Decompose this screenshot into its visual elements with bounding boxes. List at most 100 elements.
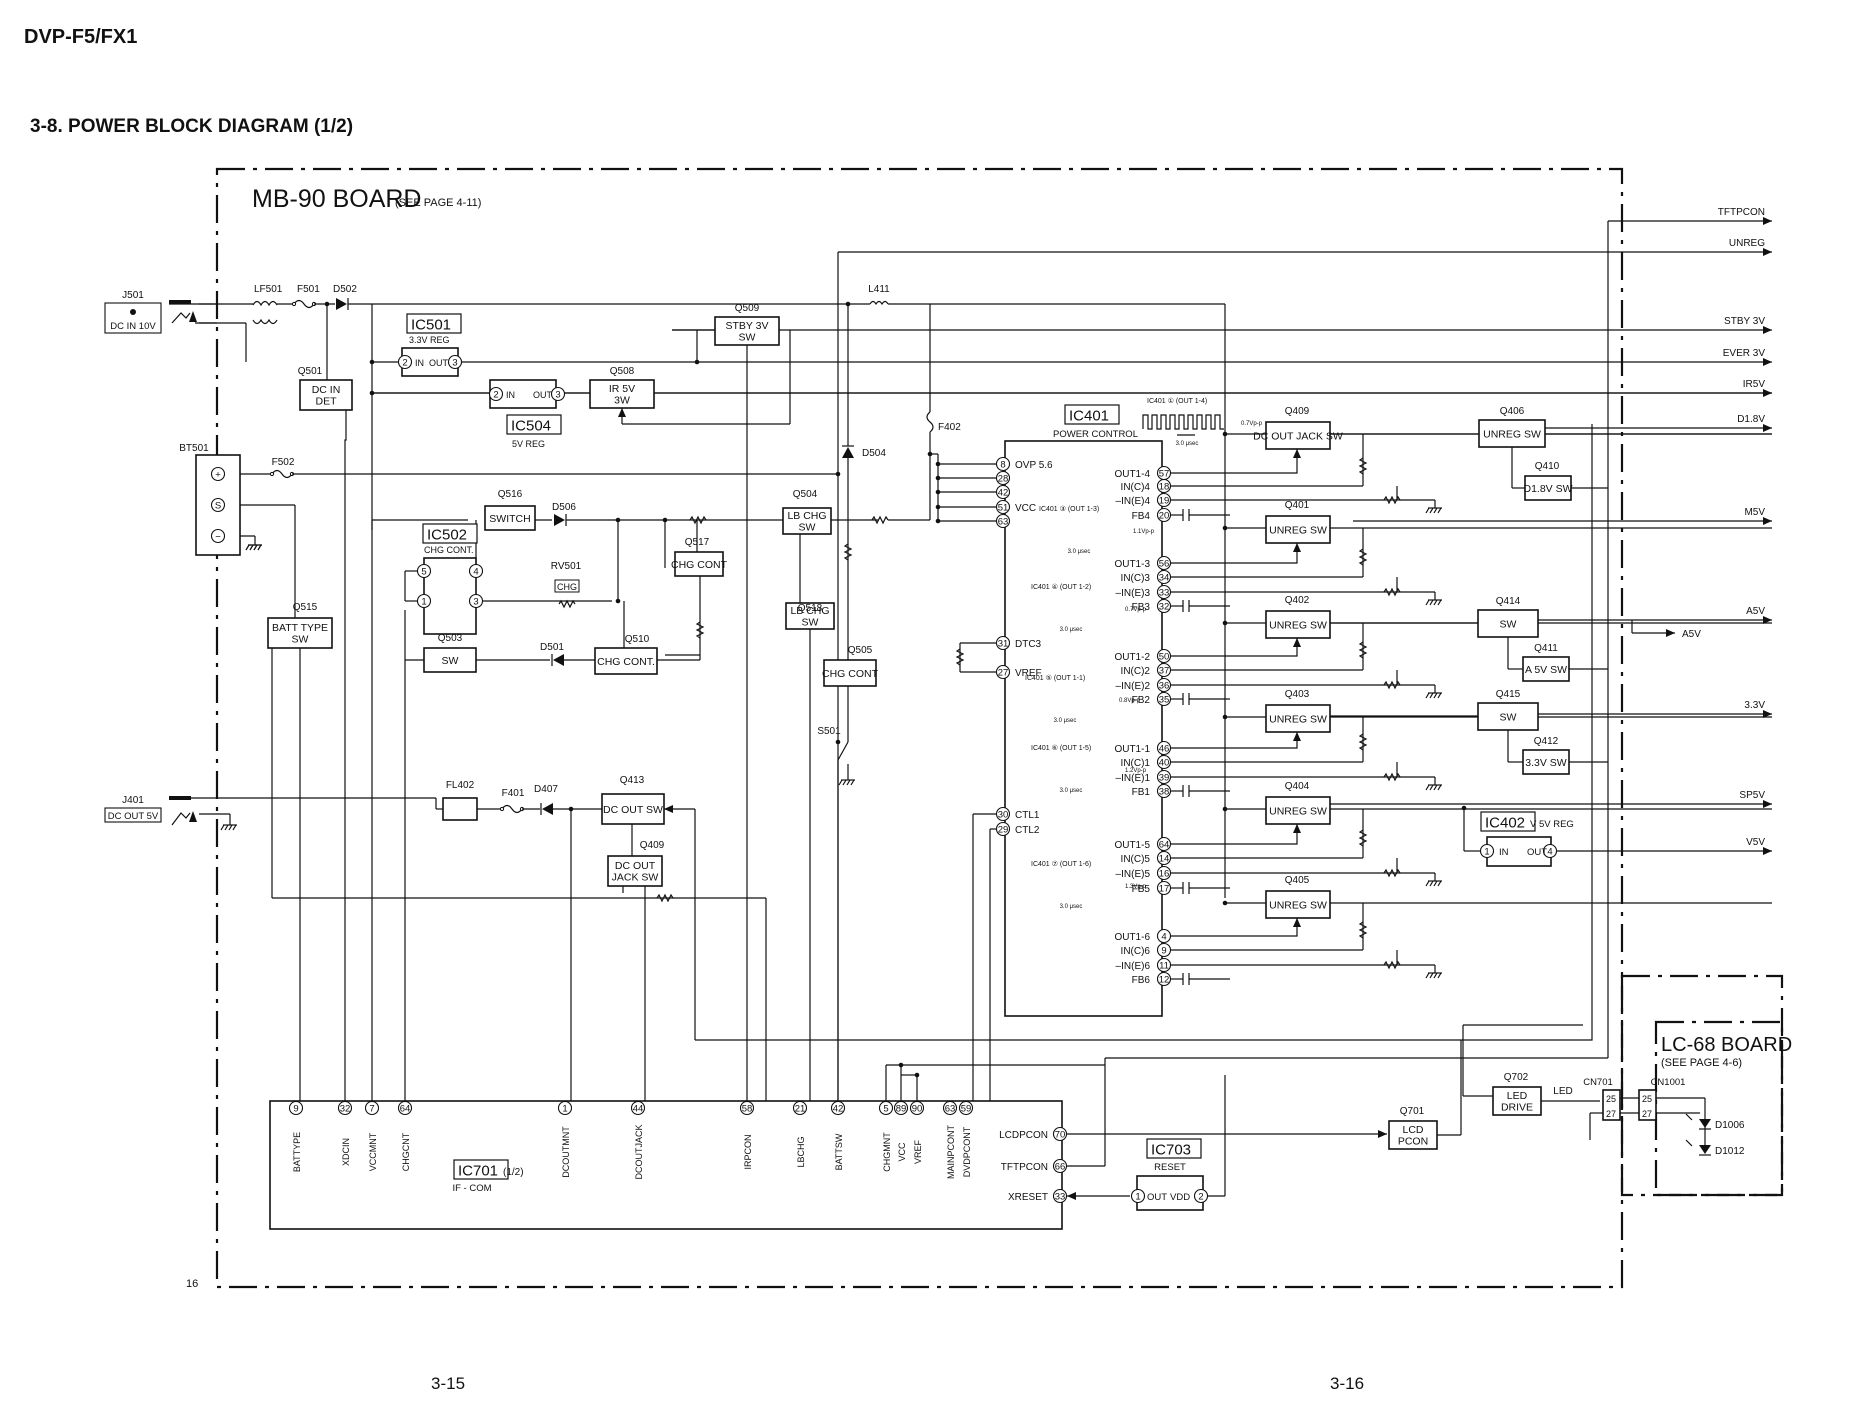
junction-dot xyxy=(1222,900,1228,906)
junction-dot xyxy=(898,1062,904,1068)
gate-wire xyxy=(1171,918,1298,937)
q508-ref: Q508 xyxy=(610,366,635,377)
q516-block-text: SWITCH xyxy=(489,513,530,525)
pin-circle xyxy=(1156,598,1172,614)
j401-jack xyxy=(171,812,191,826)
ic502-ref xyxy=(422,523,478,544)
switch xyxy=(837,741,849,761)
q412-block-text: SW xyxy=(1500,711,1517,723)
ic701-side-pin-label: LCDPCON xyxy=(999,1130,1048,1141)
cn701-block xyxy=(1602,1089,1621,1121)
f401-label: F401 xyxy=(502,788,525,799)
pin-circle xyxy=(210,497,226,513)
q515-block xyxy=(267,617,333,649)
unreg-sw-block xyxy=(1265,890,1331,919)
j401-jack xyxy=(189,811,197,822)
ic701-pin-label: DVDPCONT xyxy=(962,1126,972,1177)
q503-block xyxy=(423,647,477,673)
q509-block-text: SW xyxy=(739,332,756,344)
pin-circle xyxy=(995,635,1011,651)
chg-box xyxy=(554,579,580,593)
ground-symbol xyxy=(838,779,843,786)
ic701-pin-label: VCCMNT xyxy=(368,1132,378,1171)
ground-symbol xyxy=(253,544,258,551)
diode xyxy=(553,654,564,666)
q702-block xyxy=(1492,1086,1542,1116)
ic401-left-pin: 30 xyxy=(998,810,1009,821)
f501-label: F501 xyxy=(297,284,320,295)
ic401-right-pin: 57 xyxy=(1159,469,1170,480)
junction-dot xyxy=(927,451,933,457)
j501-ref: J501 xyxy=(122,290,144,301)
junction-dot xyxy=(568,806,574,812)
j401-box xyxy=(104,807,162,823)
ic401-right-pin-label: FB5 xyxy=(1132,884,1151,895)
unreg-sw-ref: Q409 xyxy=(1285,406,1310,417)
q517-ref: Q517 xyxy=(685,537,710,548)
d407-label: D407 xyxy=(534,784,558,795)
arrow-head xyxy=(1763,710,1772,718)
ic401-right-pin-label: FB2 xyxy=(1132,695,1151,706)
ic401-right-pin-label: –IN(E)6 xyxy=(1116,961,1151,972)
j401-label: DC OUT 5V xyxy=(108,811,159,822)
q702-ref: Q702 xyxy=(1504,1072,1529,1083)
ic701-pin-label: BATTSW xyxy=(834,1133,844,1170)
cn1001-pin: 27 xyxy=(1642,1109,1652,1119)
a5v-branch-label: A5V xyxy=(1682,629,1701,640)
q515-ref: Q515 xyxy=(293,602,318,613)
pin-circle xyxy=(468,593,484,609)
fl402-label: FL402 xyxy=(446,780,475,791)
unreg-sw-ref: Q401 xyxy=(1285,500,1310,511)
pin-circle xyxy=(550,386,566,402)
ic401-right-pin-label: OUT1-5 xyxy=(1114,840,1150,851)
ic502-pin: 3 xyxy=(473,597,478,608)
ic703-pin: 2 xyxy=(1198,1192,1203,1203)
pin-circle xyxy=(1156,880,1172,896)
fuse xyxy=(269,471,275,477)
q415-block xyxy=(1522,656,1570,682)
arrow-head xyxy=(1763,616,1772,624)
ic401-left-pin-label: DTC3 xyxy=(1015,639,1042,650)
j501-plug xyxy=(169,300,191,304)
pin-circle xyxy=(1193,1188,1209,1204)
ic504-pin-label: OUT xyxy=(533,390,553,400)
ic401-desc: POWER CONTROL xyxy=(1053,429,1138,440)
q409-ref: Q409 xyxy=(640,840,665,851)
page-number-right: 3-16 xyxy=(1330,1374,1365,1393)
fuse xyxy=(271,469,293,479)
d504-label: D504 xyxy=(862,448,886,459)
pin-circle xyxy=(1052,1188,1068,1204)
q412-block xyxy=(1477,702,1539,731)
pin-circle xyxy=(1156,783,1172,799)
pin-circle xyxy=(1156,971,1172,987)
q702-block-text: LED xyxy=(1507,1090,1528,1102)
ic401-right-pin: 14 xyxy=(1159,854,1170,865)
waveform-2-vpp: 0.7Vp-p xyxy=(1125,607,1147,613)
ground-symbol xyxy=(1437,972,1442,979)
q515-block-text: SW xyxy=(292,634,309,646)
ic701-pin: 63 xyxy=(945,1104,956,1115)
ground-symbol xyxy=(257,544,262,551)
waveform-3-vpp: 0.8Vp-p xyxy=(1119,698,1141,704)
q504-ref: Q504 xyxy=(793,489,818,500)
fuse xyxy=(499,806,505,812)
ic701-block xyxy=(269,1100,1063,1230)
unreg-sw-block xyxy=(1265,610,1331,639)
ic401-right-pin: 19 xyxy=(1159,496,1170,507)
j401-plug xyxy=(169,796,191,800)
ic701-pin-label: MAINPCONT xyxy=(946,1124,956,1179)
ic401-right-pin: 37 xyxy=(1159,666,1170,677)
resistor xyxy=(1358,457,1368,475)
q410-block xyxy=(1478,419,1546,448)
ic501-desc: 3.3V REG xyxy=(409,335,450,345)
ic401-right-pin-label: OUT1-2 xyxy=(1114,652,1150,663)
q416-ref: Q412 xyxy=(1534,736,1559,747)
ic401-right-pin-label: OUT1-3 xyxy=(1114,559,1150,570)
gate-wire xyxy=(1171,732,1298,749)
l411-coil xyxy=(869,300,889,306)
unreg-sw-block xyxy=(1265,704,1331,733)
ic703-ref-text: IC703 xyxy=(1151,1142,1191,1159)
q518-block-text: LB CHG xyxy=(790,605,829,617)
cn1001-pin: 25 xyxy=(1642,1094,1652,1104)
ic701-pin-label: CHGMNT xyxy=(882,1132,892,1172)
